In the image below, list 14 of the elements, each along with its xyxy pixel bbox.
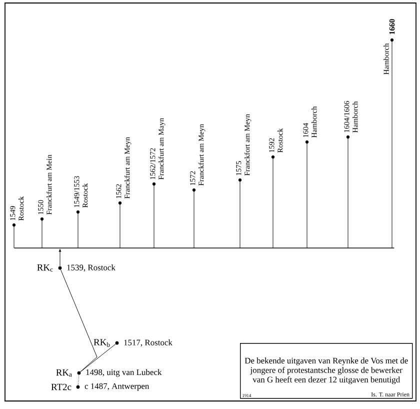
stem-line <box>272 156 274 248</box>
lineage-line <box>78 374 80 386</box>
siglum-label: RT2c <box>51 384 72 390</box>
edition-label: 1498, uitg van Lubeck <box>86 369 162 377</box>
stem-line <box>306 142 308 248</box>
siglum-label: RK$_{a}$ <box>56 369 72 377</box>
siglum-label: RK$_{c}$ <box>37 264 53 272</box>
arrow <box>58 249 62 266</box>
lineage-line <box>80 344 116 372</box>
siglum-label: RK$_{b}$ <box>94 339 110 347</box>
edition-label: 1517, Rostock <box>124 339 172 347</box>
lineage-line <box>60 270 98 372</box>
edition-label: 1539, Rostock <box>67 264 116 272</box>
edition-label: c 1487, Antwerpen <box>84 383 150 391</box>
